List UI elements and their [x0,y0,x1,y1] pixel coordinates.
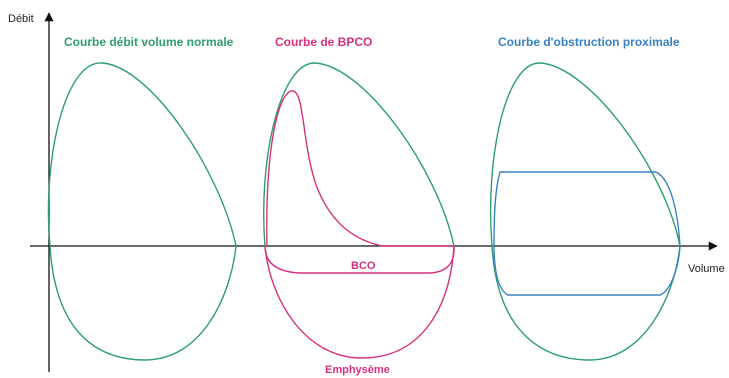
bpco-curve-title: Courbe de BPCO [275,35,372,49]
obstruction-normal-reference-loop [489,62,681,361]
bco-label: BCO [351,260,376,272]
emphysema-inspiratory-curve [264,245,455,359]
bpco-expiratory-curve [266,90,454,247]
obstruction-curve-title: Courbe d'obstruction proximale [498,35,680,49]
emphysema-label: Emphysème [325,364,390,376]
normal-flow-volume-loop [47,62,237,361]
y-axis-label: Débit [8,13,34,25]
x-axis-label: Volume [688,263,725,275]
bpco-normal-reference-loop [263,62,455,247]
obstruction-plateau-loop [493,171,681,296]
normal-curve-title: Courbe débit volume normale [64,35,234,49]
